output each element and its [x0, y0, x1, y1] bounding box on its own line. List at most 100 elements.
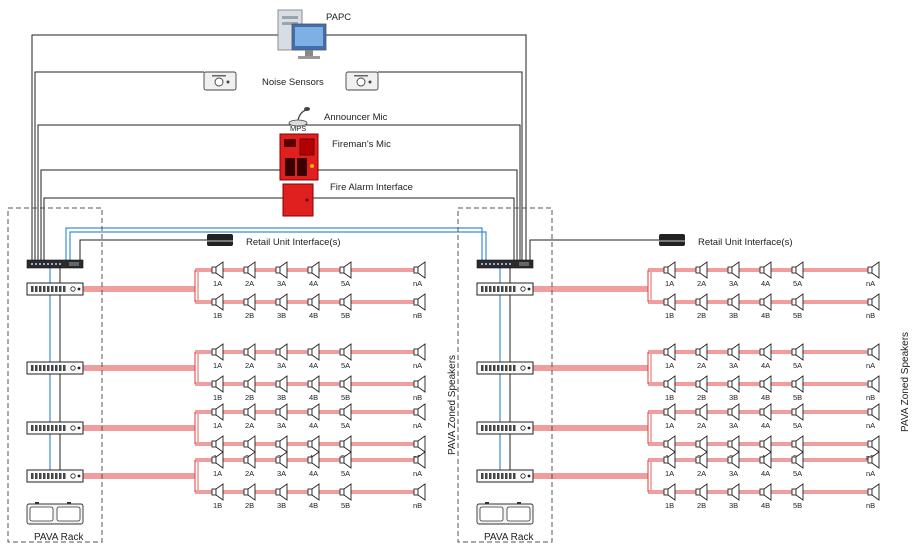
- speaker-zone-label: 3A: [729, 469, 738, 478]
- speaker-icon: [695, 261, 708, 279]
- speaker-zone-label: 3A: [277, 469, 286, 478]
- speaker-icon: [243, 435, 256, 453]
- speaker-zone-label: 4B: [761, 501, 770, 510]
- speaker-zone-label: 5A: [793, 421, 802, 430]
- fire-alarm-interface-label: Fire Alarm Interface: [330, 182, 413, 193]
- speaker-icon: [727, 293, 740, 311]
- speaker-zone-label: 5B: [341, 501, 350, 510]
- speaker-icon: [695, 375, 708, 393]
- speaker-icon: [727, 435, 740, 453]
- speaker-zone-label: nB: [866, 311, 875, 320]
- speaker-icon: [867, 451, 880, 469]
- speaker-icon: [211, 375, 224, 393]
- pava-rack-label-2: PAVA Rack: [484, 532, 534, 543]
- noise-sensors-label: Noise Sensors: [262, 77, 324, 88]
- speaker-zone-label: 2B: [245, 393, 254, 402]
- speaker-zone-label: 4A: [761, 469, 770, 478]
- speaker-zone-label: 4B: [761, 393, 770, 402]
- speaker-icon: [413, 451, 426, 469]
- speaker-zone-label: 3A: [729, 279, 738, 288]
- speaker-zone-label: 3B: [277, 311, 286, 320]
- speaker-icon: [211, 261, 224, 279]
- speaker-icon: [759, 261, 772, 279]
- retail-interface-icon: [207, 234, 233, 246]
- speaker-zone-label: nA: [866, 469, 875, 478]
- wire-network: [69, 231, 487, 262]
- speaker-zone-label: 5B: [793, 501, 802, 510]
- speaker-icon: [275, 293, 288, 311]
- speaker-zone-label: 1A: [213, 469, 222, 478]
- speaker-icon: [307, 261, 320, 279]
- speaker-icon: [275, 403, 288, 421]
- speaker-icon: [791, 403, 804, 421]
- speaker-icon: [339, 403, 352, 421]
- speaker-icon: [663, 343, 676, 361]
- speaker-icon: [275, 451, 288, 469]
- pava-zoned-speakers-label-1: PAVA Zoned Speakers: [447, 355, 458, 455]
- speaker-icon: [759, 451, 772, 469]
- speaker-zone-label: 1B: [213, 393, 222, 402]
- firemans-mic-label: Fireman's Mic: [332, 139, 391, 150]
- speaker-icon: [759, 343, 772, 361]
- speaker-zone-label: 4A: [309, 469, 318, 478]
- speaker-icon: [727, 451, 740, 469]
- speaker-icon: [759, 403, 772, 421]
- speaker-icon: [791, 483, 804, 501]
- speaker-icon: [867, 343, 880, 361]
- papc-label: PAPC: [326, 12, 351, 23]
- retail-interface-icon: [659, 234, 685, 246]
- speaker-zone-label: 2A: [245, 421, 254, 430]
- speaker-zone-label: 4A: [309, 279, 318, 288]
- speaker-icon: [663, 483, 676, 501]
- speaker-zone-label: 5A: [793, 361, 802, 370]
- speaker-icon: [339, 293, 352, 311]
- speaker-zone-label: nA: [866, 279, 875, 288]
- speaker-icon: [759, 483, 772, 501]
- amplifier-icon: [26, 421, 84, 435]
- wiring: [31, 34, 868, 494]
- speaker-zone-label: 1B: [213, 311, 222, 320]
- speaker-zone-label: 4B: [761, 311, 770, 320]
- speaker-icon: [307, 375, 320, 393]
- speaker-icon: [663, 451, 676, 469]
- speaker-zone-label: 2B: [697, 501, 706, 510]
- fireman-mic-panel-icon: [279, 133, 319, 181]
- speaker-zone-label: 1B: [665, 311, 674, 320]
- speaker-zone-label: 3B: [277, 501, 286, 510]
- wire-network: [65, 227, 483, 262]
- speaker-zone-label: nA: [413, 421, 422, 430]
- speaker-zone-label: nA: [413, 279, 422, 288]
- speaker-icon: [211, 343, 224, 361]
- speaker-icon: [791, 375, 804, 393]
- speaker-icon: [727, 343, 740, 361]
- speaker-icon: [307, 435, 320, 453]
- speaker-icon: [663, 293, 676, 311]
- speaker-icon: [307, 483, 320, 501]
- speaker-icon: [339, 483, 352, 501]
- speaker-zone-label: 3A: [277, 421, 286, 430]
- speaker-zone-label: 3A: [729, 421, 738, 430]
- speaker-icon: [867, 435, 880, 453]
- speaker-zone-label: 1B: [665, 393, 674, 402]
- speaker-zone-label: 1A: [213, 361, 222, 370]
- pava-rack-2: [457, 207, 553, 543]
- speaker-zone-label: 2B: [697, 393, 706, 402]
- speaker-icon: [413, 435, 426, 453]
- retail-unit-interface-label-1: Retail Unit Interface(s): [246, 237, 341, 248]
- noise-sensor-icon: [203, 71, 237, 91]
- speaker-icon: [243, 343, 256, 361]
- speaker-zone-label: 5A: [341, 469, 350, 478]
- speaker-zone-label: 2A: [697, 469, 706, 478]
- noise-sensor-icon: [345, 71, 379, 91]
- speaker-icon: [339, 435, 352, 453]
- speaker-zone-label: 3B: [729, 501, 738, 510]
- amplifier-icon: [476, 282, 534, 296]
- speaker-icon: [695, 343, 708, 361]
- speaker-zone-label: 3A: [277, 361, 286, 370]
- speaker-zone-label: 2A: [697, 361, 706, 370]
- battery-icon: [26, 502, 84, 525]
- speaker-zone-label: nB: [866, 501, 875, 510]
- speaker-zone-label: 4A: [761, 279, 770, 288]
- speaker-zone-label: 2B: [245, 311, 254, 320]
